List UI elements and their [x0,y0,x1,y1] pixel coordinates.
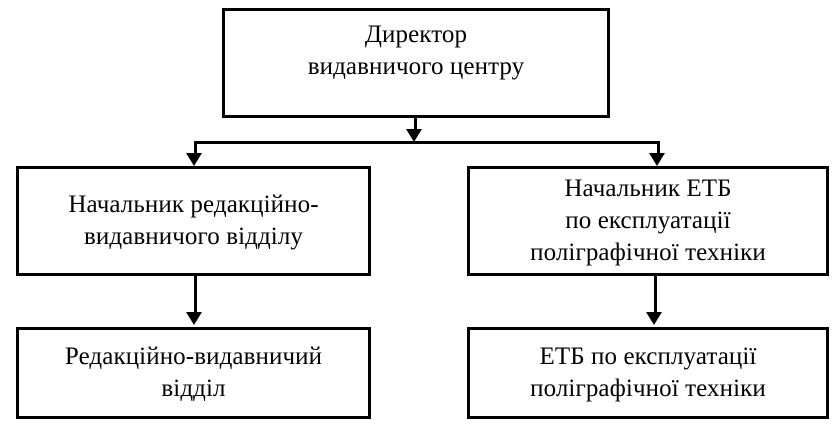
connector-bus-to-head-etb [657,141,660,156]
connector-head-etb-to-dept [654,276,657,316]
node-dept-editorial-text: Редакційно-видавничий відділ [65,341,322,405]
node-head-etb-line-3: поліграфічної техніки [530,239,766,266]
connector-level2-bus [194,141,660,144]
connector-head-editorial-to-dept [194,276,197,316]
node-dept-editorial[interactable]: Редакційно-видавничий відділ [16,327,371,419]
arrowhead-dept-etb-icon [646,312,662,325]
connector-bus-to-head-editorial [194,141,197,156]
node-director-line-2: видавничого центру [307,53,525,80]
connector-director-stem [414,117,417,133]
arrowhead-head-etb-icon [649,153,665,166]
arrowhead-dept-editorial-icon [186,312,202,325]
node-head-etb-line-1: Начальник ЕТБ [564,175,732,202]
node-dept-etb[interactable]: ЕТБ по експлуатації поліграфічної технік… [467,327,829,419]
node-head-etb-text: Начальник ЕТБ по експлуатації поліграфіч… [530,173,766,269]
node-director-text: Директор видавничого центру [308,19,525,83]
node-dept-etb-line-2: поліграфічної техніки [530,375,766,402]
node-dept-editorial-line-2: відділ [161,375,226,402]
node-director-line-1: Директор [364,21,468,48]
node-head-editorial[interactable]: Начальник редакційно- видавничого відділ… [16,166,371,276]
node-head-editorial-line-1: Начальник редакційно- [68,191,319,218]
node-dept-etb-line-1: ЕТБ по експлуатації [539,343,757,370]
node-dept-editorial-line-1: Редакційно-видавничий [64,343,323,370]
node-head-etb-line-2: по експлуатації [565,207,731,234]
node-head-editorial-line-2: видавничого відділу [83,223,304,250]
node-director[interactable]: Директор видавничого центру [222,8,610,118]
arrowhead-head-editorial-icon [186,153,202,166]
arrowhead-director-to-bus-icon [406,129,422,142]
node-head-etb[interactable]: Начальник ЕТБ по експлуатації поліграфіч… [467,166,829,276]
node-head-editorial-text: Начальник редакційно- видавничого відділ… [68,189,318,253]
node-dept-etb-text: ЕТБ по експлуатації поліграфічної технік… [530,341,766,405]
